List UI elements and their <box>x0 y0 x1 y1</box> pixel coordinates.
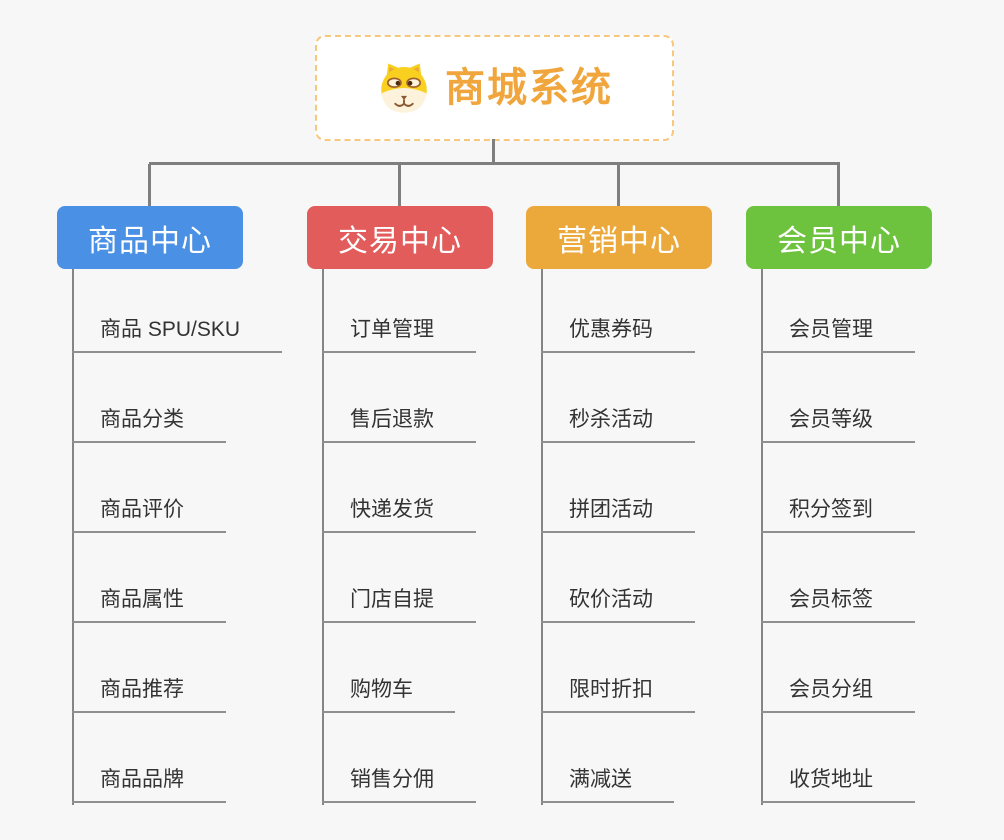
dog-face-icon <box>381 63 427 113</box>
branch-node[interactable]: 会员中心 <box>746 206 932 269</box>
leaf-label: 会员等级 <box>789 408 873 431</box>
leaf-node[interactable]: 商品推荐 <box>72 677 226 713</box>
leaf-node[interactable]: 拼团活动 <box>541 497 695 533</box>
leaf-label: 售后退款 <box>350 408 434 431</box>
connector-trunk-line <box>72 269 74 805</box>
leaf-node[interactable]: 商品品牌 <box>72 767 226 803</box>
connector-stub <box>148 164 151 207</box>
leaf-node[interactable]: 商品属性 <box>72 587 226 623</box>
leaf-label: 商品品牌 <box>100 768 184 791</box>
leaf-node[interactable]: 会员管理 <box>761 317 915 353</box>
root-node[interactable]: 商城系统 <box>315 35 674 141</box>
leaf-node[interactable]: 收货地址 <box>761 767 915 803</box>
leaf-label: 秒杀活动 <box>569 408 653 431</box>
leaf-label: 商品属性 <box>100 588 184 611</box>
branch-column: 营销中心 优惠券码秒杀活动拼团活动砍价活动限时折扣满减送 <box>526 206 712 805</box>
root-title: 商城系统 <box>445 66 613 110</box>
leaf-node[interactable]: 秒杀活动 <box>541 407 695 443</box>
leaf-label: 商品评价 <box>100 498 184 521</box>
connector-trunk-line <box>322 269 324 805</box>
branch-column: 交易中心 订单管理售后退款快递发货门店自提购物车销售分佣 <box>307 206 493 805</box>
branch-label: 商品中心 <box>88 224 212 258</box>
connector-root-stem <box>492 139 495 163</box>
connector-horizontal-bar <box>149 162 840 165</box>
leaf-label: 满减送 <box>569 768 632 791</box>
leaf-label: 订单管理 <box>350 318 434 341</box>
leaf-node[interactable]: 优惠券码 <box>541 317 695 353</box>
leaf-node[interactable]: 会员标签 <box>761 587 915 623</box>
branch-node[interactable]: 商品中心 <box>57 206 243 269</box>
leaf-node[interactable]: 快递发货 <box>322 497 476 533</box>
branch-node[interactable]: 交易中心 <box>307 206 493 269</box>
leaf-node[interactable]: 商品评价 <box>72 497 226 533</box>
leaf-label: 砍价活动 <box>569 588 653 611</box>
leaf-node[interactable]: 满减送 <box>541 767 674 803</box>
leaf-label: 商品 SPU/SKU <box>100 318 241 341</box>
branch-label: 营销中心 <box>557 224 681 258</box>
leaf-node[interactable]: 积分签到 <box>761 497 915 533</box>
leaf-node[interactable]: 门店自提 <box>322 587 476 623</box>
leaf-label: 购物车 <box>350 678 413 701</box>
connector-stub <box>837 164 840 207</box>
leaf-label: 限时折扣 <box>569 678 653 701</box>
leaf-label: 优惠券码 <box>569 318 653 341</box>
leaf-label: 商品推荐 <box>100 678 184 701</box>
leaf-label: 拼团活动 <box>569 498 653 521</box>
connector-stub <box>617 164 620 207</box>
leaf-node[interactable]: 商品 SPU/SKU <box>72 317 283 353</box>
leaf-label: 会员标签 <box>789 588 873 611</box>
leaf-label: 商品分类 <box>100 408 184 431</box>
branch-node[interactable]: 营销中心 <box>526 206 712 269</box>
leaf-node[interactable]: 砍价活动 <box>541 587 695 623</box>
leaf-label: 收货地址 <box>789 768 873 791</box>
leaf-label: 快递发货 <box>350 498 434 521</box>
leaf-node[interactable]: 会员分组 <box>761 677 915 713</box>
leaf-label: 销售分佣 <box>350 768 434 791</box>
connector-trunk-line <box>761 269 763 805</box>
branch-column: 会员中心 会员管理会员等级积分签到会员标签会员分组收货地址 <box>746 206 932 805</box>
leaf-label: 会员分组 <box>789 678 873 701</box>
leaf-node[interactable]: 购物车 <box>322 677 455 713</box>
leaf-node[interactable]: 限时折扣 <box>541 677 695 713</box>
leaf-label: 门店自提 <box>350 588 434 611</box>
branch-column: 商品中心 商品 SPU/SKU 商品分类商品评价商品属性商品推荐商品品牌 <box>57 206 283 805</box>
leaf-node[interactable]: 商品分类 <box>72 407 226 443</box>
connector-stub <box>398 164 401 207</box>
leaf-node[interactable]: 售后退款 <box>322 407 476 443</box>
connector-trunk-line <box>541 269 543 805</box>
branch-label: 会员中心 <box>777 224 901 258</box>
leaf-label: 积分签到 <box>789 498 873 521</box>
leaf-node[interactable]: 销售分佣 <box>322 767 476 803</box>
leaf-node[interactable]: 会员等级 <box>761 407 915 443</box>
leaf-node[interactable]: 订单管理 <box>322 317 476 353</box>
branch-label: 交易中心 <box>338 224 462 258</box>
leaf-label: 会员管理 <box>789 318 873 341</box>
